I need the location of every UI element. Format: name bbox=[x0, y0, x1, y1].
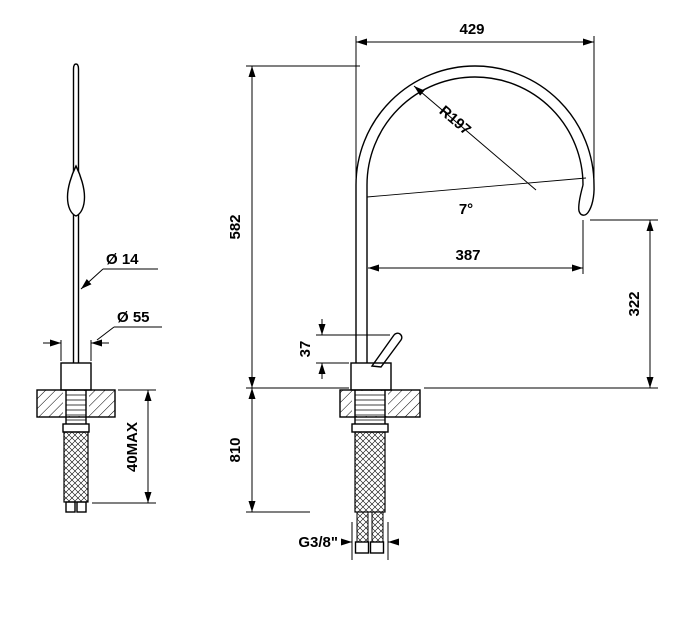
side-view bbox=[339, 65, 595, 554]
hose-side bbox=[354, 431, 386, 513]
dim-radius: R197 bbox=[413, 85, 537, 191]
dim-overall-width: 429 bbox=[355, 21, 595, 178]
dim-angle-label: 7° bbox=[459, 201, 473, 218]
dim-spout-diameter: Ø 14 bbox=[80, 251, 158, 290]
dim-reach: 387 bbox=[368, 220, 584, 274]
hose-tip-side-2 bbox=[369, 541, 385, 554]
dim-reach-label: 387 bbox=[455, 247, 480, 264]
base-front bbox=[60, 362, 92, 391]
dim-overall-width-label: 429 bbox=[459, 21, 484, 38]
hose-front bbox=[63, 431, 89, 503]
hose-tip-side-1 bbox=[354, 541, 370, 554]
dim-deck-max-label: 40MAX bbox=[124, 422, 141, 472]
dim-base-diameter: Ø 55 bbox=[43, 309, 162, 361]
dim-thread-label: G3/8" bbox=[298, 534, 338, 551]
dim-base-diameter-label: Ø 55 bbox=[117, 309, 150, 326]
dim-height-above-deck: 582 bbox=[227, 65, 360, 389]
base-side bbox=[350, 362, 392, 391]
dim-below-deck: 810 bbox=[227, 388, 310, 513]
hose-tip-front-2 bbox=[76, 501, 87, 513]
front-view bbox=[36, 63, 116, 513]
dim-handle-height-label: 37 bbox=[297, 341, 314, 358]
spout-rod-front bbox=[72, 63, 80, 363]
dim-angle: 7° bbox=[366, 177, 587, 218]
hose-tip-front-1 bbox=[65, 501, 76, 513]
teardrop-spout-side bbox=[578, 184, 595, 216]
dim-thread: G3/8" bbox=[298, 522, 399, 560]
dim-deck-max: 40MAX bbox=[92, 389, 156, 504]
dim-spout-diameter-label: Ø 14 bbox=[106, 251, 139, 268]
spout-arc-outer bbox=[355, 65, 595, 186]
teardrop-spout-front bbox=[66, 164, 86, 217]
handle-lever bbox=[370, 332, 403, 368]
hose-tail-side-2 bbox=[371, 511, 384, 543]
dim-below-deck-label: 810 bbox=[227, 437, 244, 462]
spout-arc-inner bbox=[366, 76, 584, 186]
shank-side bbox=[351, 390, 389, 433]
dim-radius-label: R197 bbox=[436, 102, 474, 138]
dim-height-above-deck-label: 582 bbox=[227, 214, 244, 239]
dim-outlet-height-label: 322 bbox=[626, 291, 643, 316]
dim-handle-height: 37 bbox=[297, 319, 390, 379]
hose-tail-side-1 bbox=[356, 511, 369, 543]
dim-outlet-height: 322 bbox=[424, 219, 658, 389]
